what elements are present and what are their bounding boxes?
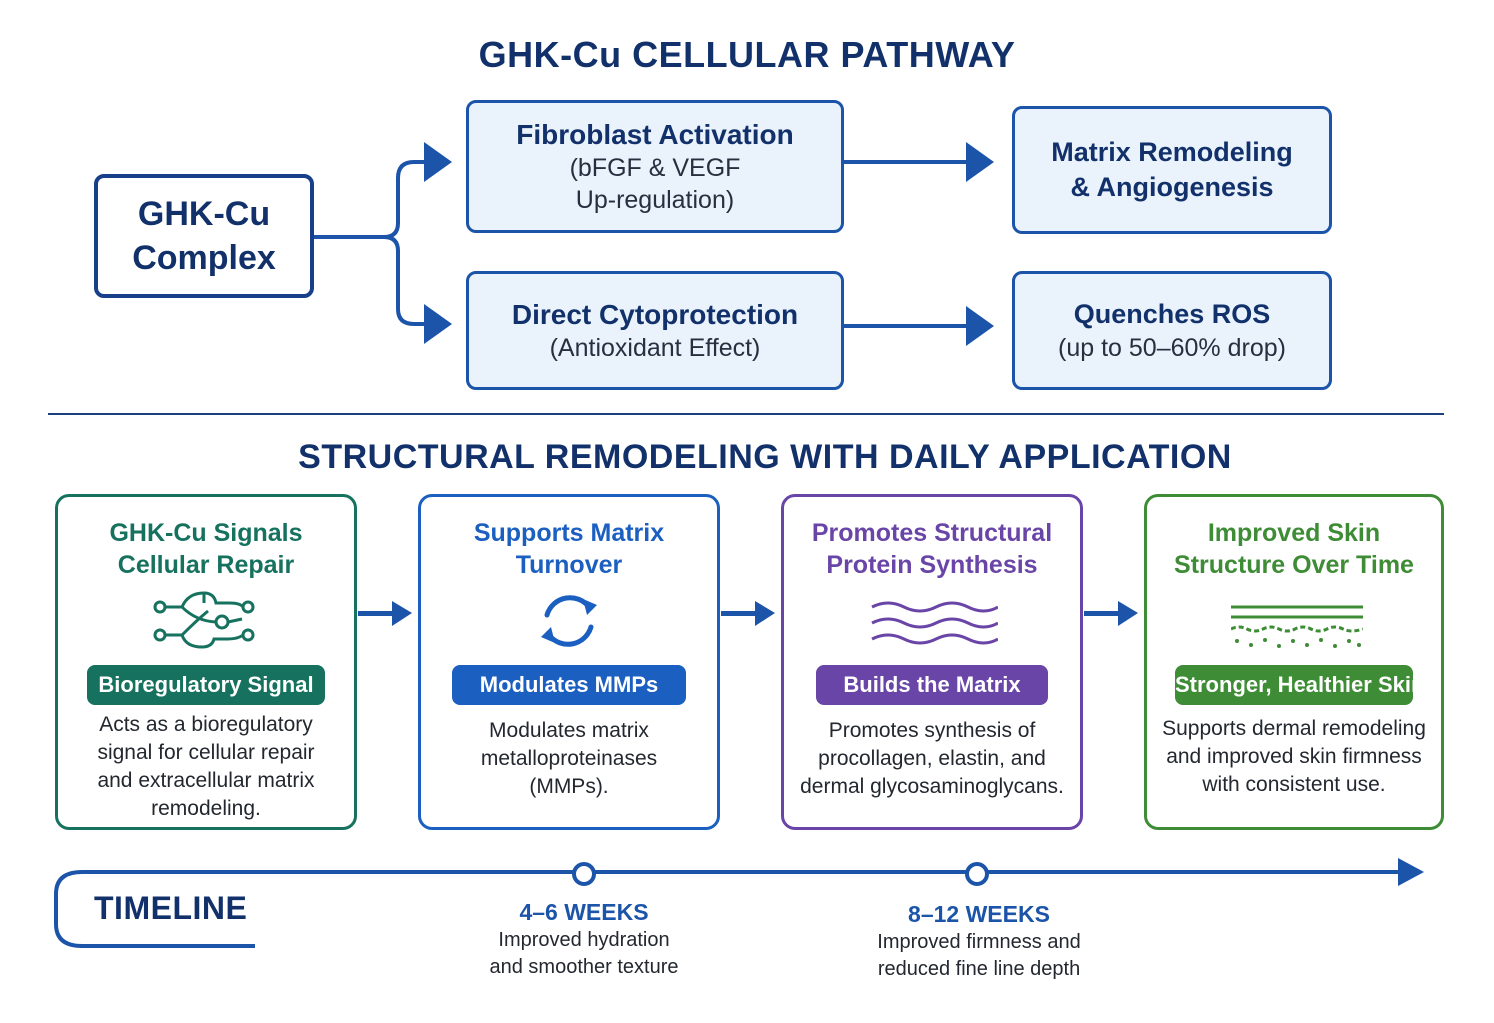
card-title-line2: Protein Synthesis [826, 551, 1038, 579]
pathway-connectors [314, 142, 994, 346]
card-title-line2: Cellular Repair [117, 551, 295, 579]
fibroblast-activation-box: Fibroblast Activation (bFGF & VEGF Up-re… [466, 100, 844, 233]
card-title-line2: Turnover [515, 551, 623, 579]
ros-title: Quenches ROS [1073, 299, 1271, 330]
timeline-track [54, 858, 1424, 948]
branch-connector [383, 235, 452, 344]
card-title-line2: Structure Over Time [1174, 551, 1414, 579]
card-desc-line: procollagen, elastin, and [818, 747, 1046, 770]
card-improved-structure: Improved Skin Structure Over Time Strong… [1144, 494, 1444, 830]
card-title-line1: Promotes Structural [811, 519, 1053, 547]
molecule-network-icon [153, 591, 255, 649]
milestone-8-12-weeks: 8–12 WEEKS Improved firmness and reduced… [829, 899, 1129, 983]
timeline-arrowhead [1398, 858, 1424, 886]
card-desc-line: dermal glycosaminoglycans. [800, 775, 1064, 798]
direct-cytoprotection-box: Direct Cytoprotection (Antioxidant Effec… [466, 271, 844, 390]
matrix-line2: & Angiogenesis [1070, 172, 1274, 202]
quenches-ros-box: Quenches ROS (up to 50–60% drop) [1012, 271, 1332, 390]
pathway-title: GHK-Cu CELLULAR PATHWAY [478, 34, 1016, 75]
remodeling-title: STRUCTURAL REMODELING WITH DAILY APPLICA… [298, 438, 1232, 476]
timeline-marker [965, 862, 989, 886]
card-desc-line: with consistent use. [1202, 773, 1386, 796]
skin-layers-icon [1231, 605, 1363, 648]
card-desc-line: Supports dermal remodeling [1162, 717, 1426, 740]
complex-line1: GHK-Cu [137, 194, 271, 233]
card-title-line1: GHK-Cu Signals [109, 519, 303, 547]
card-desc-line: (MMPs). [529, 775, 609, 798]
card-desc-line: Modulates matrix [489, 719, 649, 742]
card-desc-line: signal for cellular repair [97, 741, 315, 764]
card-desc-line: and improved skin firmness [1166, 745, 1422, 768]
card-desc-line: Acts as a bioregulatory [99, 713, 313, 736]
card-matrix-turnover: Supports Matrix Turnover Modulates MMPs … [418, 494, 720, 830]
card-title-line1: Improved Skin [1207, 519, 1381, 547]
milestone-weeks: 8–12 WEEKS [908, 901, 1050, 927]
matrix-line1: Matrix Remodeling [1051, 137, 1293, 168]
card-desc-line: Promotes synthesis of [828, 719, 1036, 742]
timeline-label: TIMELINE [94, 890, 248, 926]
ros-detail: (up to 50–60% drop) [1058, 333, 1286, 362]
milestone-4-6-weeks: 4–6 WEEKS Improved hydration and smoothe… [434, 897, 734, 981]
milestone-desc-line: reduced fine line depth [877, 958, 1081, 980]
fibroblast-title: Fibroblast Activation [516, 118, 794, 150]
fibroblast-detail-line1: (bFGF & VEGF [569, 154, 741, 183]
timeline-marker [572, 862, 596, 886]
refresh-cycle-icon [541, 595, 597, 647]
badge-modulates-mmps: Modulates MMPs [452, 665, 686, 705]
matrix-remodeling-box: Matrix Remodeling & Angiogenesis [1012, 106, 1332, 234]
milestone-desc-line: Improved hydration [498, 929, 670, 951]
cytoprotection-title: Direct Cytoprotection [511, 298, 799, 330]
badge-builds-the-matrix: Builds the Matrix [816, 665, 1048, 705]
ghk-cu-complex-box: GHK-Cu Complex [94, 174, 314, 298]
card-flow-arrows [358, 601, 1138, 626]
card-cellular-repair: GHK-Cu Signals Cellular Repair Bioregula… [55, 494, 357, 830]
milestone-desc-line: Improved firmness and [877, 931, 1081, 953]
card-protein-synthesis: Promotes Structural Protein Synthesis Bu… [781, 494, 1083, 830]
branch-connector [314, 142, 452, 239]
timeline-line [54, 870, 1404, 948]
section-divider [48, 413, 1444, 415]
card-desc-line: remodeling. [151, 797, 261, 820]
wavy-fibers-icon [871, 601, 998, 645]
card-desc-line: and extracellular matrix [97, 769, 315, 792]
card-desc-line: metalloproteinases [480, 747, 658, 770]
badge-bioregulatory-signal: Bioregulatory Signal [87, 665, 325, 705]
fibroblast-detail-line2: Up-regulation) [575, 186, 735, 215]
complex-line2: Complex [132, 239, 276, 277]
cytoprotection-detail: (Antioxidant Effect) [549, 334, 761, 363]
card-title-line1: Supports Matrix [473, 519, 665, 547]
milestone-weeks: 4–6 WEEKS [519, 899, 649, 925]
milestone-desc-line: and smoother texture [489, 956, 679, 978]
badge-stronger-healthier-skin: Stronger, Healthier Skin [1175, 665, 1424, 705]
